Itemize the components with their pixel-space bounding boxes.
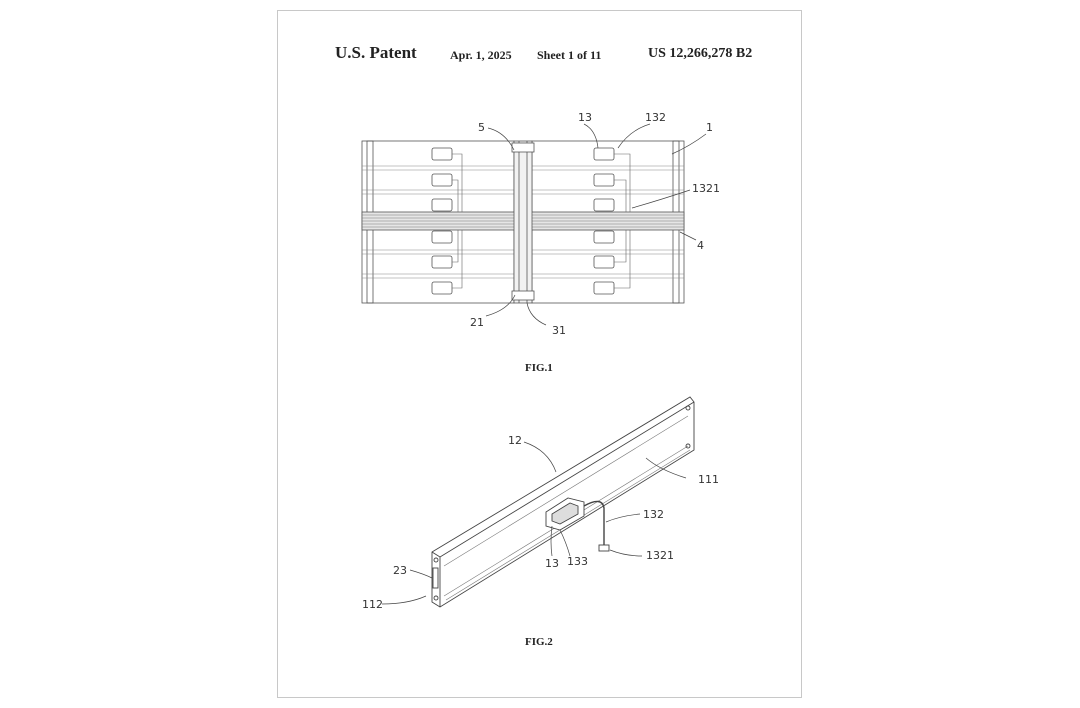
fig1-drawing — [361, 123, 707, 326]
header-number: US 12,266,278 B2 — [648, 46, 753, 61]
fig2-label-111: 111 — [698, 473, 719, 486]
fig2-label-1321: 1321 — [646, 549, 674, 562]
patent-sheet — [277, 10, 802, 698]
fig2-label-132: 132 — [643, 508, 664, 521]
fig1-label-132: 132 — [645, 111, 666, 124]
fig1-caption: FIG.1 — [525, 362, 553, 374]
header-sheet: Sheet 1 of 11 — [537, 48, 602, 62]
fig1-label-5: 5 — [478, 121, 485, 134]
header-patent: U.S. Patent — [335, 43, 417, 62]
fig2-drawing — [381, 396, 695, 608]
fig2-label-133: 133 — [567, 555, 588, 568]
fig1-label-21: 21 — [470, 316, 484, 329]
fig1-label-1321: 1321 — [692, 182, 720, 195]
fig2-caption: FIG.2 — [525, 636, 553, 648]
fig1-label-13: 13 — [578, 111, 592, 124]
fig1-label-31: 31 — [552, 324, 566, 337]
fig1-label-4: 4 — [697, 239, 704, 252]
fig2-label-13: 13 — [545, 557, 559, 570]
fig2-label-23: 23 — [393, 564, 407, 577]
fig2-label-112: 112 — [362, 598, 383, 611]
header-date: Apr. 1, 2025 — [450, 48, 512, 62]
fig2-label-12: 12 — [508, 434, 522, 447]
fig1-label-1: 1 — [706, 121, 713, 134]
